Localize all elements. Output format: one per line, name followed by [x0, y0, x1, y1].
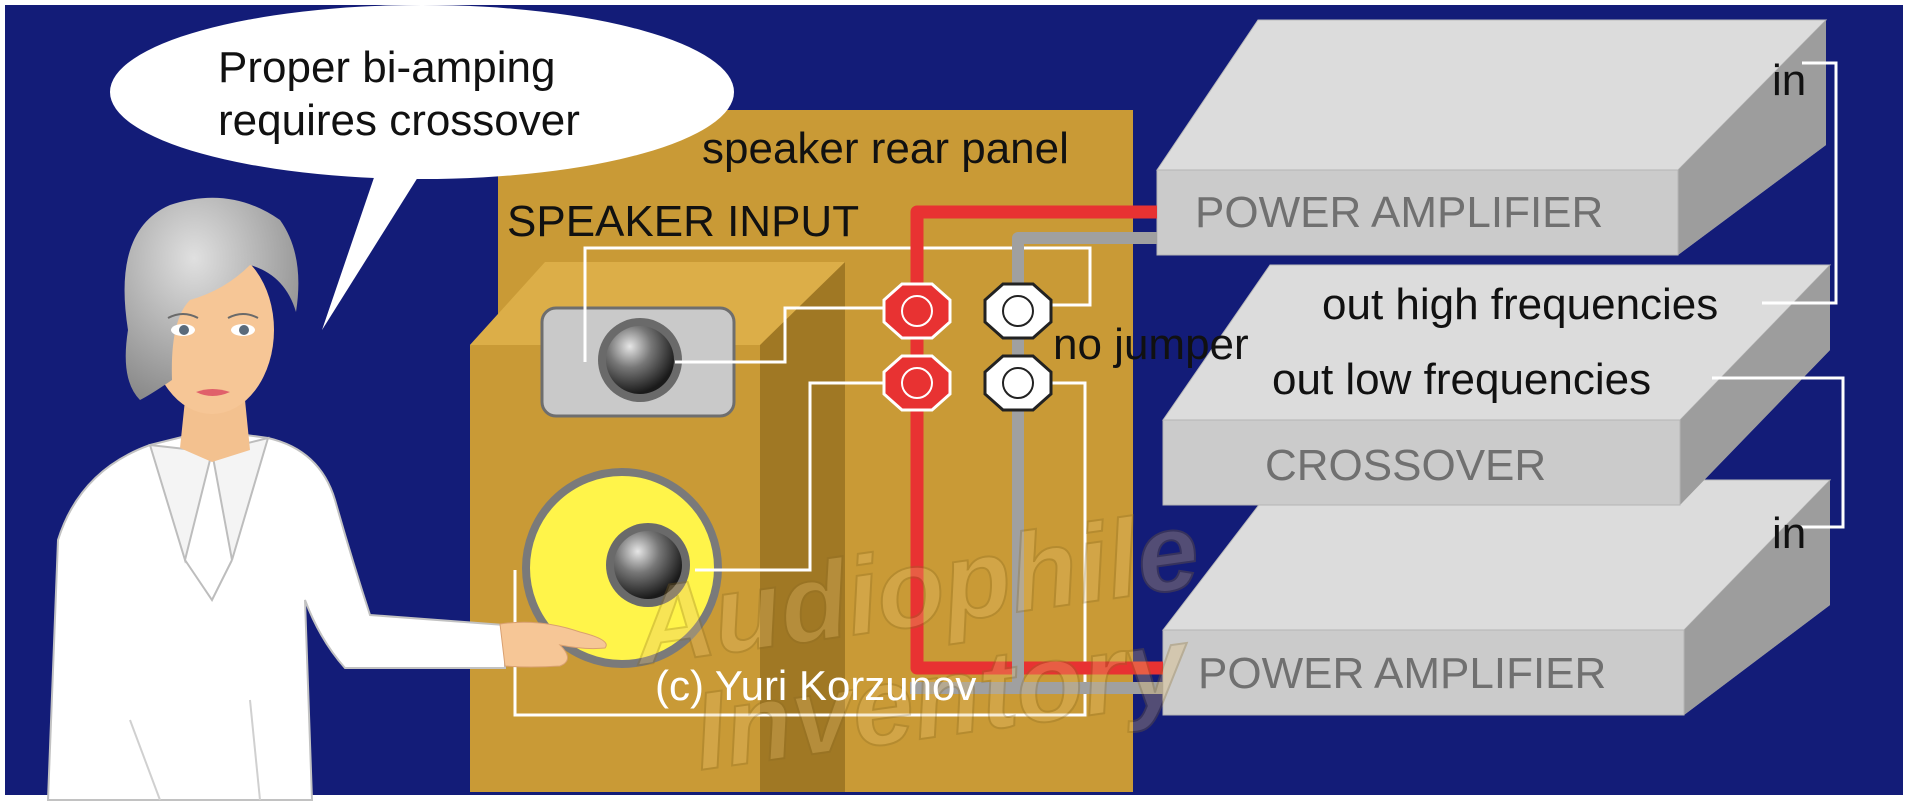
amp-top-label: POWER AMPLIFIER [1195, 188, 1603, 237]
crossover-unit [1162, 264, 1832, 506]
red-wire [910, 205, 1163, 675]
speech-line1: Proper bi-amping [218, 43, 556, 92]
copyright-label: (c) Yuri Korzunov [655, 662, 976, 709]
no-jumper-label: no jumper [1053, 320, 1249, 369]
speech-line2: requires crossover [218, 96, 580, 145]
power-amplifier-bottom [1161, 479, 1832, 716]
amp-bottom-label: POWER AMPLIFIER [1198, 649, 1606, 698]
out-high-label: out high frequencies [1322, 280, 1718, 329]
crossover-label: CROSSOVER [1265, 441, 1546, 490]
amp-top-in-label: in [1772, 56, 1806, 105]
presenter-woman-icon [46, 197, 607, 801]
speech-bubble: Proper bi-amping requires crossover [110, 5, 734, 330]
amp-bottom-in-label: in [1772, 509, 1806, 558]
power-amplifier-top [1156, 19, 1828, 256]
high-freq-link [1762, 61, 1838, 305]
tweeter-speaker-icon [540, 306, 736, 418]
woofer-speaker-icon [522, 468, 722, 668]
binding-post-icon [882, 282, 1053, 412]
out-low-label: out low frequencies [1272, 355, 1651, 404]
speaker-input-label: SPEAKER INPUT [507, 197, 859, 246]
low-freq-link [1712, 376, 1845, 529]
speaker-rear-panel-label: speaker rear panel [702, 124, 1069, 173]
